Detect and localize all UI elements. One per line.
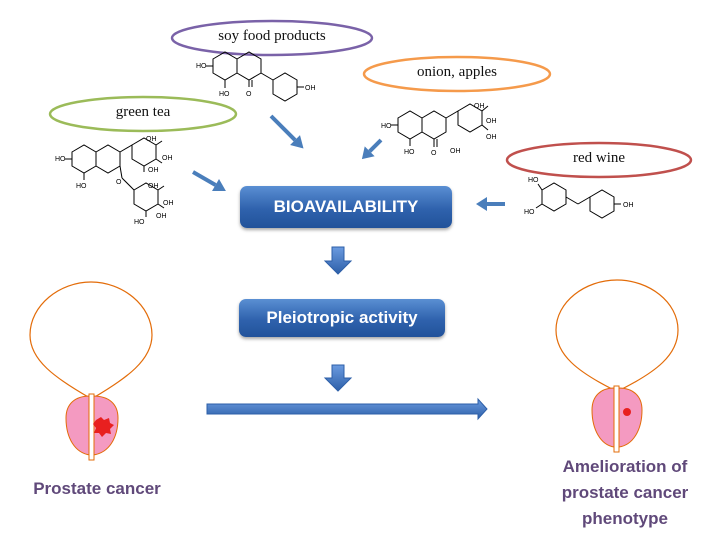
- onion-apples-label: onion, apples: [417, 64, 497, 80]
- chem-label: O: [246, 91, 252, 98]
- amelioration-line-1: Amelioration of: [562, 457, 688, 476]
- chem-label: OH: [148, 167, 159, 174]
- arrow-soy: [269, 114, 304, 149]
- onion-ellipse: [362, 55, 552, 93]
- chem-label: HO: [55, 156, 66, 163]
- progression-arrow: [206, 397, 488, 421]
- prostate-cancer-illustration: [29, 281, 153, 461]
- catechin-structure: [65, 137, 165, 217]
- chem-label: HO: [76, 183, 87, 190]
- green-tea-label: green tea: [115, 104, 171, 120]
- red-wine-label: red wine: [572, 150, 626, 166]
- chem-label: OH: [486, 134, 497, 141]
- chem-label: OH: [156, 213, 167, 220]
- flavonol-structure: [391, 103, 489, 147]
- down-arrow: [323, 246, 353, 275]
- arrow-green-tea: [192, 170, 226, 192]
- bioavailability-box: BIOAVAILABILITY: [240, 186, 452, 228]
- green-tea-ellipse: [48, 95, 238, 133]
- soy-label: soy food products: [218, 28, 326, 44]
- down-arrow: [323, 364, 353, 392]
- prostate-cancer-caption: Prostate cancer: [33, 479, 161, 498]
- tumor-mass: [93, 417, 114, 437]
- chem-label: OH: [450, 148, 461, 155]
- prostate-healthy-illustration: [555, 279, 679, 453]
- chem-label: HO: [219, 91, 230, 98]
- chem-label: O: [116, 179, 122, 186]
- chem-label: HO: [196, 63, 207, 70]
- isoflavone-structure: [206, 51, 304, 102]
- chem-label: HO: [381, 123, 392, 130]
- chem-label: OH: [305, 85, 316, 92]
- chem-label: OH: [486, 118, 497, 125]
- chem-label: OH: [146, 136, 157, 143]
- chem-label: OH: [148, 183, 159, 190]
- chem-label: OH: [162, 155, 173, 162]
- source-arrows: [192, 114, 505, 211]
- resveratrol-structure: [535, 182, 621, 219]
- amelioration-line-3: phenotype: [582, 509, 668, 528]
- amelioration-caption: Amelioration of prostate cancer phenotyp…: [540, 454, 710, 532]
- pleiotropic-activity-box: Pleiotropic activity: [239, 299, 445, 337]
- chem-label: OH: [474, 103, 485, 110]
- red-wine-ellipse: [505, 141, 693, 179]
- chem-label: O: [431, 150, 437, 157]
- chem-label: OH: [163, 200, 174, 207]
- chem-label: HO: [528, 177, 539, 184]
- chem-label: HO: [134, 219, 145, 226]
- chem-label: HO: [404, 149, 415, 156]
- small-lesion: [623, 408, 631, 416]
- chem-label: OH: [623, 202, 634, 209]
- arrow-red-wine: [476, 197, 505, 211]
- arrow-onion: [361, 138, 383, 160]
- amelioration-line-2: prostate cancer: [561, 483, 689, 502]
- chem-label: HO: [524, 209, 535, 216]
- soy-ellipse: [170, 19, 374, 57]
